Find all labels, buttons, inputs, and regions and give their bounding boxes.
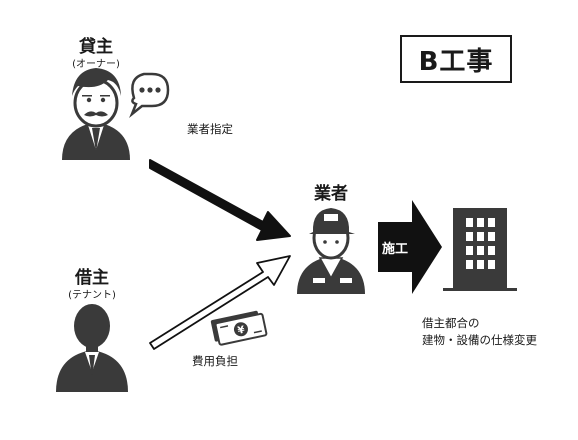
- contractor-label: 業者: [314, 184, 348, 204]
- landlord-person-icon: [62, 68, 130, 160]
- designation-arrow: [149, 159, 291, 241]
- speech-bubble-icon: [129, 72, 170, 118]
- construction-arrow: [378, 200, 442, 294]
- svg-text:¥: ¥: [237, 325, 246, 337]
- landlord-sublabel: (オーナー): [72, 59, 120, 70]
- designation-label: 業者指定: [187, 122, 233, 136]
- construction-label: 施工: [382, 242, 409, 257]
- cost-burden-label: 費用負担: [192, 354, 238, 368]
- tenant-sublabel: (テナント): [68, 290, 116, 301]
- outcome-line-1: 借主都合の: [422, 316, 480, 330]
- cost-burden-arrow: [149, 255, 291, 350]
- building-icon: [443, 208, 517, 291]
- money-yen-icon: ¥: [210, 310, 268, 346]
- page-title: B工事: [400, 35, 512, 83]
- tenant-label: 借主: [75, 268, 109, 288]
- outcome-line-2: 建物・設備の仕様変更: [422, 333, 537, 347]
- landlord-label: 貸主: [79, 37, 113, 57]
- worker-person-icon: [297, 208, 365, 294]
- tenant-person-icon: [56, 304, 128, 392]
